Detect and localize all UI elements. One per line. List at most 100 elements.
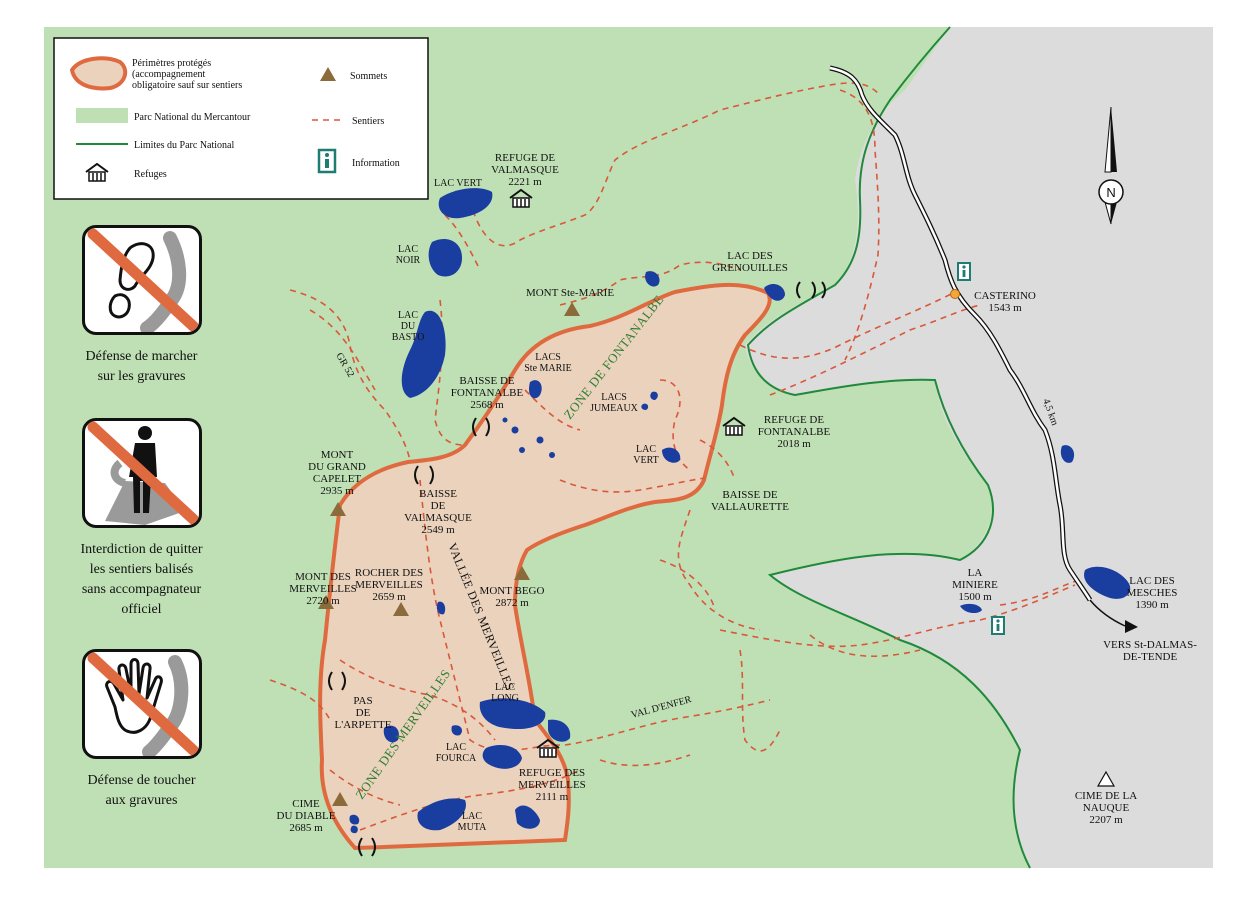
pass-icon <box>796 281 816 299</box>
label-line: 2720 m <box>306 595 340 607</box>
label-line: VALMASQUE <box>491 164 559 176</box>
lake-fourca <box>482 745 522 769</box>
trail <box>769 304 981 396</box>
label-line: DU DIABLE <box>277 810 336 822</box>
label-line: FONTANALBE <box>451 387 524 399</box>
rule-panel <box>81 225 202 335</box>
label-line: LAC <box>446 742 466 753</box>
label-line: LAC <box>636 444 656 455</box>
info-markers <box>957 262 1005 635</box>
summit-markers <box>318 302 580 806</box>
label-line: LAC <box>398 244 418 255</box>
label-line: CAPELET <box>313 473 362 485</box>
rule-no-touching: Défense de toucher aux gravures <box>44 649 239 811</box>
legend-protected-swatch <box>69 56 128 91</box>
label-line: MERVEILLES <box>355 579 423 591</box>
trail <box>269 679 331 721</box>
label-line: obligatoire sauf sur sentiers <box>132 80 242 91</box>
lake-arpette <box>383 725 399 743</box>
rule-caption: Défense de marcher sur les gravures <box>85 349 198 384</box>
pass-icon <box>414 465 434 485</box>
pass-icon <box>472 417 490 437</box>
label-line: LACS <box>535 352 561 363</box>
label-line: MONT DES <box>295 571 351 583</box>
rule-panel <box>81 649 202 759</box>
summit-icon <box>318 595 334 609</box>
label-line: REFUGE DES <box>519 767 585 779</box>
lake-east <box>1060 445 1075 463</box>
trail <box>559 477 706 493</box>
summit-outline-icon <box>1096 770 1116 787</box>
label-line: BAISSE <box>419 488 457 500</box>
label-vers-st-dalmas: VERS St-DALMAS-DE-TENDE <box>1103 639 1197 663</box>
label-line: BAISSE DE <box>722 489 778 501</box>
label-line: NOIR <box>396 255 421 266</box>
label-line: CASTERINO <box>974 290 1036 302</box>
lake-jumeaux-a <box>650 391 658 400</box>
legend-park-swatch <box>76 108 128 123</box>
legend-limit-label: Limites du Parc National <box>134 140 234 151</box>
label-line: 2549 m <box>421 524 455 536</box>
legend-refuge-icon <box>85 162 109 182</box>
trail <box>524 389 581 431</box>
lake-vert-south <box>662 447 681 463</box>
label-line: Ste MARIE <box>524 363 572 374</box>
lake-long <box>479 698 546 730</box>
trail <box>677 509 761 631</box>
pass-markers <box>328 281 826 857</box>
label-line: MERVEILLES <box>289 583 357 595</box>
legend-park-label: Parc National du Mercantour <box>134 112 251 123</box>
trail <box>339 659 496 741</box>
label-line: 2221 m <box>508 176 542 188</box>
compass-rose: N <box>1098 106 1124 225</box>
label-line: MONT BEGO <box>480 585 545 597</box>
label-line: 2111 m <box>536 791 569 803</box>
rule-caption: Défense de toucher aux gravures <box>87 773 196 808</box>
label-line: LA <box>968 567 983 579</box>
label-line: DE-TENDE <box>1123 651 1178 663</box>
lake-muta <box>417 798 466 831</box>
lake-noir <box>428 238 462 277</box>
refuge-markers <box>509 188 746 758</box>
label-line: 1390 m <box>1135 599 1169 611</box>
label-mont-ste-marie: MONT Ste-MARIE <box>526 287 614 299</box>
trail <box>659 559 716 611</box>
label-line: LAC DES <box>727 250 773 262</box>
lake-miniere <box>960 603 982 614</box>
refuge-icon <box>536 738 560 758</box>
lake-vert-north <box>438 188 493 219</box>
label-line: LAC VERT <box>434 178 482 189</box>
label-line: MERVEILLES <box>518 779 586 791</box>
label-line: (accompagnement <box>132 69 206 80</box>
summit-icon <box>393 602 409 616</box>
label-line: CIME DE LA <box>1075 790 1137 802</box>
label-line: PAS <box>353 695 372 707</box>
label-line: 2207 m <box>1089 814 1123 826</box>
label-line: VERT <box>633 455 659 466</box>
pass-icon <box>358 837 376 857</box>
label-line: LAC DES <box>1129 575 1175 587</box>
label-line: 1543 m <box>988 302 1022 314</box>
compass-north-label: N <box>1106 185 1115 200</box>
label-line: REFUGE DE <box>764 414 824 426</box>
label-line: 1500 m <box>958 591 992 603</box>
trail <box>359 769 581 831</box>
label-lac-vert-north: LAC VERT <box>434 178 482 189</box>
trail <box>434 299 466 446</box>
info-icon <box>957 262 971 281</box>
pass-icon <box>821 281 826 299</box>
trail-gr52 <box>289 289 411 461</box>
label-line: LAC <box>495 682 515 693</box>
